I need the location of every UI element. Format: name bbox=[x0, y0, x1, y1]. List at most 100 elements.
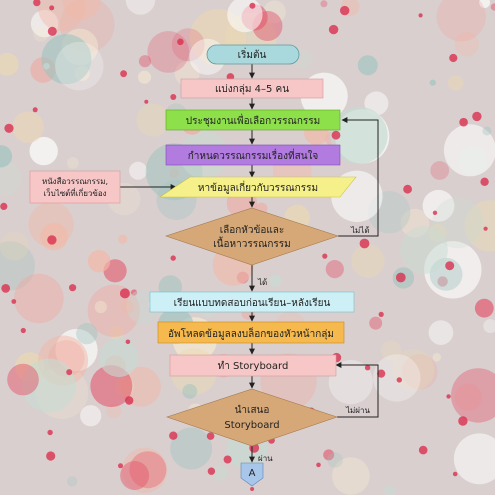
decorative-flower bbox=[120, 461, 150, 490]
decorative-flower bbox=[55, 328, 98, 372]
decorative-flower bbox=[136, 103, 170, 137]
decorative-berry bbox=[432, 210, 438, 215]
decorative-berry bbox=[1, 284, 11, 293]
decorative-flower bbox=[7, 363, 39, 396]
decorative-berry bbox=[403, 184, 412, 194]
gather-info-io bbox=[159, 176, 357, 198]
offpage-connector bbox=[240, 462, 264, 487]
decorative-flower bbox=[454, 383, 482, 411]
decorative-flower bbox=[0, 159, 22, 197]
decorative-flower bbox=[129, 451, 167, 489]
decorative-flower bbox=[422, 189, 455, 222]
select-interest-step bbox=[165, 144, 341, 166]
storyboard-step bbox=[169, 354, 337, 377]
decorative-flower bbox=[429, 79, 436, 86]
decorative-berry bbox=[249, 2, 256, 9]
decorative-flower bbox=[432, 353, 442, 362]
decorative-flower bbox=[263, 0, 286, 24]
decorative-flower bbox=[464, 200, 495, 252]
decorative-berry bbox=[378, 311, 384, 317]
decorative-flower bbox=[327, 452, 343, 468]
decorative-flower bbox=[380, 340, 402, 361]
decorative-flower bbox=[325, 260, 344, 279]
decorative-berry bbox=[46, 451, 56, 461]
decorative-berry bbox=[33, 0, 41, 7]
group-step bbox=[180, 78, 324, 99]
decision-present-yes: ผ่าน bbox=[258, 454, 273, 463]
decorative-flower bbox=[269, 274, 282, 287]
decorative-flower bbox=[369, 316, 383, 330]
decorative-flower bbox=[357, 55, 378, 76]
meeting-step bbox=[165, 109, 341, 131]
decision-present-no: ไม่ผ่าน bbox=[345, 406, 370, 415]
decorative-berry bbox=[322, 253, 328, 259]
decorative-flower bbox=[109, 325, 124, 340]
decorative-flower bbox=[125, 0, 156, 15]
decision-topic-line1: เลือกหัวข้อและ bbox=[220, 224, 285, 236]
decorative-berry bbox=[177, 38, 184, 46]
decorative-berry bbox=[120, 70, 127, 78]
decorative-flower bbox=[120, 300, 134, 314]
decorative-flower bbox=[479, 0, 491, 8]
decorative-berry bbox=[206, 432, 215, 440]
decorative-berry bbox=[49, 5, 55, 11]
decorative-berry bbox=[47, 429, 53, 436]
learn-label: เรียนแบบทดสอบก่อนเรียน–หลังเรียน bbox=[174, 297, 331, 309]
decorative-flower bbox=[0, 241, 35, 291]
sources-box bbox=[29, 170, 121, 204]
decorative-berry bbox=[118, 463, 123, 469]
upload-label: อัพโหลดข้อมูลลงบล็อกของหัวหน้ากลุ่ม bbox=[168, 326, 334, 340]
decorative-berry bbox=[458, 416, 468, 426]
decorative-flower bbox=[182, 384, 198, 399]
decorative-flower bbox=[383, 484, 396, 495]
decorative-flower bbox=[66, 157, 79, 169]
decorative-flower bbox=[62, 0, 101, 20]
decorative-berry bbox=[446, 394, 451, 399]
decorative-flower bbox=[106, 403, 122, 419]
decision-present-line1: นำเสนอ bbox=[235, 405, 270, 416]
decision-present bbox=[166, 388, 338, 447]
decorative-berry bbox=[396, 377, 402, 383]
decorative-flower bbox=[436, 0, 486, 42]
decorative-flower bbox=[400, 226, 448, 274]
decorative-berry bbox=[47, 235, 57, 245]
decorative-flower bbox=[170, 427, 213, 470]
storyboard-label: ทำ Storyboard bbox=[218, 361, 289, 372]
decorative-flower bbox=[430, 161, 450, 180]
decorative-flower bbox=[121, 447, 168, 493]
decorative-flower bbox=[171, 28, 205, 62]
decision-topic-line2: เนื้อหาวรรณกรรม bbox=[213, 236, 291, 250]
sources-line2: เว็บไซต์ที่เกี่ยวข้อง bbox=[43, 187, 106, 198]
decorative-flower bbox=[0, 231, 29, 261]
group-label: แบ่งกลุ่ม 4–5 คน bbox=[215, 84, 289, 95]
decorative-flower bbox=[12, 111, 44, 143]
decorative-flower bbox=[22, 358, 76, 413]
decorative-flower bbox=[87, 250, 111, 273]
decorative-flower bbox=[402, 354, 438, 390]
decorative-flower bbox=[483, 319, 495, 334]
decorative-flower bbox=[80, 405, 102, 427]
decorative-berry bbox=[364, 365, 371, 371]
decorative-flower bbox=[482, 126, 492, 136]
decorative-berry bbox=[445, 261, 455, 271]
decorative-flower bbox=[474, 298, 494, 318]
decorative-flower bbox=[137, 70, 152, 84]
decorative-flower bbox=[41, 34, 92, 85]
decorative-flower bbox=[14, 273, 64, 324]
start-label: เริ่มต้น bbox=[238, 47, 267, 61]
decorative-berry bbox=[125, 339, 131, 345]
decorative-berry bbox=[20, 327, 26, 334]
decorative-flower bbox=[320, 0, 328, 8]
decorative-flower bbox=[451, 368, 495, 423]
decorative-flower bbox=[55, 41, 104, 91]
decorative-berry bbox=[144, 99, 149, 104]
decorative-berry bbox=[459, 117, 468, 127]
decorative-flower bbox=[373, 354, 421, 402]
decorative-berry bbox=[480, 177, 489, 186]
decorative-flower bbox=[66, 476, 78, 487]
decorative-flower bbox=[332, 457, 370, 495]
decorative-flower bbox=[351, 244, 385, 278]
select-interest-label: กำหนดวรรณกรรมเรื่องที่สนใจ bbox=[188, 148, 319, 162]
decorative-berry bbox=[483, 226, 488, 231]
